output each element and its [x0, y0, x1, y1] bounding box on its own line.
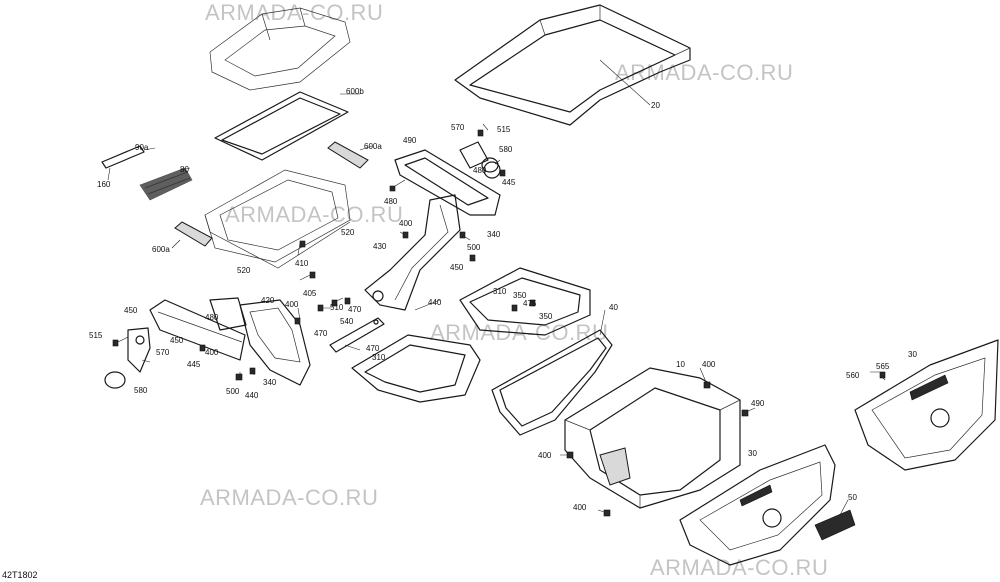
- latch-assembly: [101, 145, 193, 201]
- callout: 520: [341, 228, 355, 237]
- callout: 600a: [152, 245, 170, 254]
- callout: 400: [702, 360, 716, 369]
- column-430: [364, 194, 461, 311]
- callout: 480: [384, 197, 398, 206]
- callout: 445: [187, 360, 201, 369]
- callout: 30: [908, 350, 917, 359]
- callout: 350: [539, 312, 553, 321]
- callout: 470: [366, 344, 380, 353]
- storage-tray: [204, 169, 351, 269]
- strip-600a-lower: [171, 221, 213, 249]
- callout: 480: [205, 313, 219, 322]
- callout: 80: [180, 165, 189, 174]
- callout: 560: [846, 371, 860, 380]
- watermark: ARMADA-CO.RU: [615, 60, 793, 85]
- callout: 430: [373, 242, 387, 251]
- callout: 565: [876, 362, 890, 371]
- callout: 440: [428, 298, 442, 307]
- callout: 400: [205, 348, 219, 357]
- callout: 160: [97, 180, 111, 189]
- callout: 600b: [346, 87, 364, 96]
- callout: 450: [124, 306, 138, 315]
- callout: 470: [314, 329, 328, 338]
- callout: 30: [748, 449, 757, 458]
- callout: 450: [450, 263, 464, 272]
- callout: 490: [751, 399, 765, 408]
- callout: 540: [340, 317, 354, 326]
- callout: 475: [523, 299, 537, 308]
- callout: 310: [372, 353, 386, 362]
- handle-310-lower: [351, 334, 481, 403]
- callout: 50: [848, 493, 857, 502]
- callout: 410: [295, 259, 309, 268]
- diagram-code: 42T1802: [2, 570, 38, 580]
- callout: 90a: [135, 143, 149, 152]
- watermark-layer: ARMADA-CO.RU ARMADA-CO.RU ARMADA-CO.RU A…: [200, 0, 828, 580]
- callout: 580: [499, 145, 513, 154]
- callout: 420: [261, 296, 275, 305]
- callout: 310: [493, 287, 507, 296]
- strip-600a-upper: [327, 141, 373, 169]
- bracket-450: [149, 297, 247, 361]
- callout: 515: [497, 125, 511, 134]
- callout: 20: [651, 101, 660, 110]
- callout: 500: [467, 243, 481, 252]
- callout: 350: [513, 291, 527, 300]
- rear-panel-20: [454, 4, 691, 126]
- callout: 400: [573, 503, 587, 512]
- callout: 570: [156, 348, 170, 357]
- callout: 570: [451, 123, 465, 132]
- seal-600b: [214, 91, 360, 161]
- callout: 340: [263, 378, 277, 387]
- watermark: ARMADA-CO.RU: [225, 202, 403, 227]
- watermark: ARMADA-CO.RU: [205, 0, 383, 25]
- callout: 405: [303, 289, 317, 298]
- frame-490: [394, 141, 501, 216]
- front-panel-30-lower: [679, 444, 836, 566]
- hinge-570: [127, 327, 151, 373]
- hardware: [112, 129, 886, 517]
- callout: 600a: [364, 142, 382, 151]
- callout: 450: [170, 336, 184, 345]
- callout: 340: [487, 230, 501, 239]
- gasket-40: [491, 329, 613, 436]
- callout: 400: [399, 219, 413, 228]
- storage-bin-10: [564, 367, 741, 509]
- handle-310-upper: [459, 267, 591, 336]
- callout: 40: [609, 303, 618, 312]
- watermark: ARMADA-CO.RU: [200, 485, 378, 510]
- callout: 440: [245, 391, 259, 400]
- bracket-420: [239, 299, 311, 386]
- watermark: ARMADA-CO.RU: [650, 555, 828, 580]
- callout: 515: [89, 331, 103, 340]
- light-50: [814, 509, 856, 541]
- callout: 470: [348, 305, 362, 314]
- callout: 520: [237, 266, 251, 275]
- cap-580: [104, 371, 126, 389]
- callout: 490: [403, 136, 417, 145]
- callout: 510: [330, 303, 344, 312]
- callout: 480: [473, 166, 487, 175]
- callout: 445: [502, 178, 516, 187]
- cap-580-upper: [481, 157, 499, 173]
- callout: 500: [226, 387, 240, 396]
- callout: 400: [538, 451, 552, 460]
- callout: 10: [676, 360, 685, 369]
- callout: 580: [134, 386, 148, 395]
- callout: 400: [285, 300, 299, 309]
- front-panel-30-upper: [854, 339, 999, 471]
- callout-labels: 600b 20 570 515 490 600a 580 90a 480 445…: [89, 87, 917, 512]
- leader-lines: [117, 123, 886, 516]
- support-540: [329, 317, 385, 353]
- seat-cushion: [209, 7, 351, 91]
